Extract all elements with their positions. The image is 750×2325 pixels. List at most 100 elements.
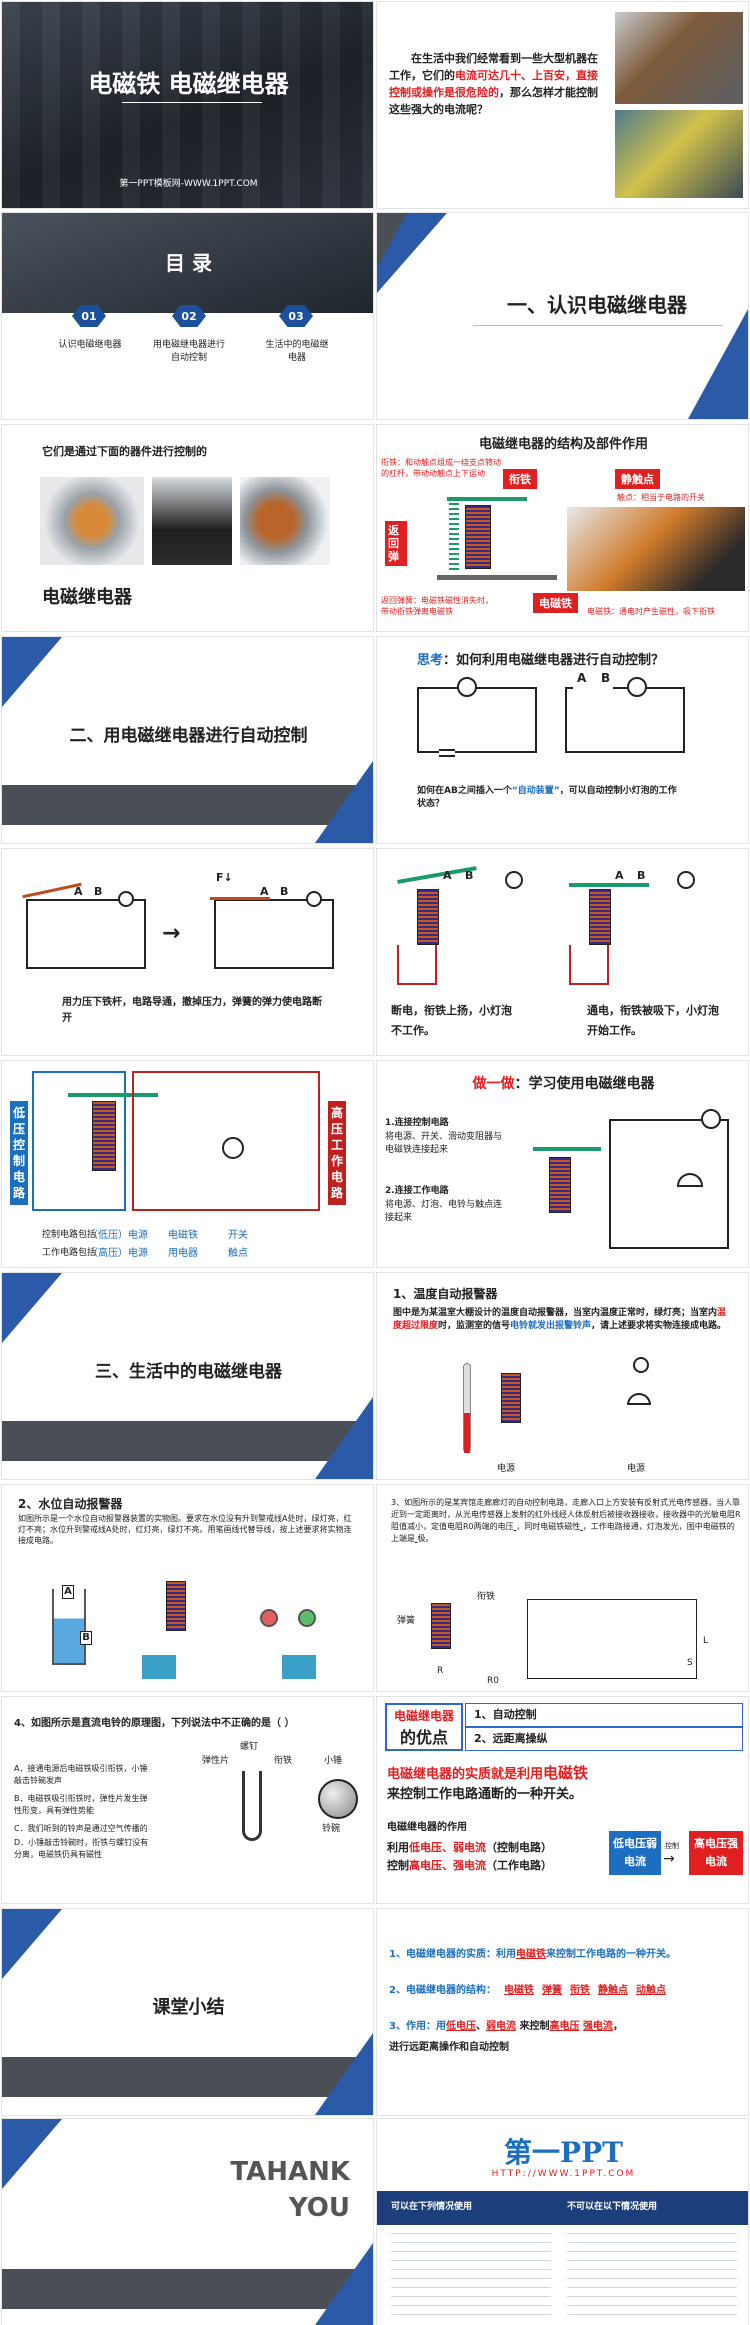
cover-title: 电磁铁 电磁继电器 [88,70,289,98]
slide-cover[interactable]: 电磁铁 电磁继电器 第一PPT模板网-WWW.1PPT.COM [1,1,374,209]
advantage-2: 2、远距离操纵 [465,1727,743,1751]
contents-item-2[interactable]: 用电磁继电器进行自动控制 [152,340,225,363]
lever2-a: A [260,885,269,898]
slide-summary-title[interactable]: 课堂小结 [1,1908,374,2116]
bell-option-d[interactable]: D．小锤敲击铃碗时，衔铁与螺钉没有分离，电磁铁仍具有磁性 [14,1838,149,1859]
slide-corridor-light[interactable]: 3、如图所示的是某宾馆走廊廊灯的自动控制电路，走廊入口上方安装有反射式光电传感器… [376,1484,749,1692]
bell-bowl [318,1779,358,1819]
bell-option-a[interactable]: A．接通电源后电磁铁吸引衔铁，小锤敲击铃碗发声 [14,1764,148,1785]
temp-power-1: 电源 [497,1464,516,1474]
slide-advantages[interactable]: 电磁继电器的优点 1、自动控制 2、远距离操纵 电磁继电器的实质就是利用电磁铁来… [376,1696,749,1904]
section-3-title: 三、生活中的电磁继电器 [95,1362,282,1382]
slide-brand[interactable]: 第一PPT HTTP://WWW.1PPT.COM 可以在下列情况使用 不可以在… [376,2118,749,2325]
use-line-1: 利用低电压、弱电流（控制电路） [387,1841,552,1854]
left-b: B [465,869,474,882]
temp-power-2: 电源 [627,1464,646,1474]
slide-relay-states[interactable]: A B A B 断电，衔铁上扬，小灯泡不工作。 通电，衔铁被吸下，小灯泡开始工作… [376,848,749,1056]
hands-on-work-circuit [609,1119,729,1249]
left-lamp [505,871,523,889]
relay-model-photo [567,507,745,591]
gap-ab [573,683,613,691]
work-lamp [222,1137,244,1159]
water-tank [52,1589,86,1665]
slide-structure[interactable]: 电磁继电器的结构及部件作用 衔铁：和动触点组成一绕支点转动的杠杆，带动动触点上下… [376,424,749,632]
can-use-head: 可以在下列情况使用 [391,2202,473,2212]
contents-item-1[interactable]: 认识电磁继电器 [58,340,122,350]
label-armature-c: 衔铁 [477,1592,496,1602]
city-backdrop [2,2,373,208]
slide-bell[interactable]: 4、如图所示是直流电铃的原理图，下列说法中不正确的是（ ） A．接通电源后电磁铁… [1,1696,374,1904]
link-list-left[interactable] [391,2233,551,2317]
label-electromagnet: 电磁铁 [533,593,578,613]
slide-summary[interactable]: 1、电磁继电器的实质：利用电磁铁来控制工作电路的一种开关。 2、电磁继电器的结构… [376,1908,749,2116]
state-off-text: 断电，衔铁上扬，小灯泡不工作。 [391,1004,512,1037]
slide-circuits[interactable]: 低压控制电路 高压工作电路 控制电路包括 （低压）电源 电磁铁 开关 工作电路包… [1,1060,374,1268]
green-lamp [298,1609,316,1627]
temp-bell [627,1393,651,1405]
red-lamp [260,1609,278,1627]
devices-intro: 它们是通过下面的器件进行控制的 [42,445,207,458]
battery-left [439,749,455,757]
circuit-left [417,687,537,753]
probe-b: B [80,1631,92,1645]
relay-coil-right [589,889,611,945]
essence-text: 电磁继电器的实质就是利用电磁铁来控制工作电路通断的一种开关。 [387,1764,589,1802]
section-1-rule [473,325,723,326]
advantages-head: 电磁继电器的优点 [385,1703,463,1751]
link-list-right[interactable] [567,2233,737,2317]
label-spring-c: 弹簧 [397,1616,416,1626]
spring-desc: 返回弹簧：电磁铁磁性消失时，带动衔铁弹离电磁铁 [381,596,493,616]
hands-on-lamp [701,1109,721,1129]
section-2-title: 二、用电磁继电器进行自动控制 [69,726,308,746]
label-low-voltage: 低压控制电路 [10,1101,28,1205]
circuit-lever-2 [214,899,334,969]
contents-item-3[interactable]: 生活中的电磁继电器 [265,340,329,363]
slide-section-1[interactable]: 一、认识电磁继电器 [376,212,749,420]
slide-hands-on[interactable]: 做一做：学习使用电磁继电器 1.连接控制电路 将电源、开关、滑动变阻器与电磁铁连… [376,1060,749,1268]
label-lamp-l: L [703,1636,709,1646]
slide-intro[interactable]: 在生活中我们经常看到一些大型机器在工作，它们的电流可达几十、上百安，直接控制或操… [376,1,749,209]
hands-on-armature [533,1147,601,1151]
think-question: 思考：如何利用电磁继电器进行自动控制？ [417,653,665,668]
slide-thanks[interactable]: TAHANK YOU [1,2118,374,2325]
section-2-band [2,785,373,825]
summary-line-3: 3、作用：用低电压、弱电流 来控制高电压 强电流， [389,2021,623,2032]
bell-label-hammer: 小锤 [324,1756,343,1766]
bell-horseshoe-magnet [242,1771,262,1841]
bell-option-c[interactable]: C．我们听到的铃声是通过空气传播的 [14,1824,148,1833]
slide-lever[interactable]: A B → F↓ A B 用力压下铁杆，电路导通，撤掉压力，弹簧的弹力使电路断开 [1,848,374,1056]
contents-num-1: 01 [72,305,106,327]
hands-on-bell [677,1173,703,1187]
contents-title: 目 录 [165,251,212,275]
water-text: 如图所示是一个水位自动报警器装置的实物图。要求在水位没有升到警戒线A处时，绿灯亮… [18,1514,352,1545]
slide-water-alarm[interactable]: 2、水位自动报警器 如图所示是一个水位自动报警器装置的实物图。要求在水位没有升到… [1,1484,374,1692]
slide-section-2[interactable]: 二、用电磁继电器进行自动控制 [1,636,374,844]
bell-label-spring: 弹性片 [202,1756,230,1766]
bell-option-b[interactable]: B．电磁铁吸引衔铁时，弹性片发生弹性形变，具有弹性势能 [14,1794,148,1815]
row2-source: （高压）电源 [88,1248,148,1259]
row1-head: 控制电路包括 [42,1230,97,1240]
corner-blue-br [688,309,748,419]
armature-down [569,883,649,887]
circuit-lever-1 [26,899,146,969]
step1-head: 1.连接控制电路 [385,1118,449,1128]
box-high-current: 高电压强电流 [689,1831,743,1875]
row1-source: （低压）电源 [88,1230,148,1241]
corner-gray [377,213,407,268]
control-arrow-label: 控制 [665,1842,679,1850]
summary-line-1: 1、电磁继电器的实质：利用电磁铁来控制工作电路的一种开关。 [389,1949,676,1960]
arrow-right-icon: → [162,921,181,946]
relay-base [437,575,557,580]
brand-url[interactable]: HTTP://WWW.1PPT.COM [491,2169,636,2179]
contents-num-3: 03 [279,305,313,327]
slide-section-3[interactable]: 三、生活中的电磁继电器 [1,1272,374,1480]
probe-a: A [62,1585,74,1599]
slide-contents[interactable]: 目 录 01 02 03 认识电磁继电器 用电磁继电器进行自动控制 生活中的电磁… [1,212,374,420]
slide-devices[interactable]: 它们是通过下面的器件进行控制的 电磁继电器 [1,424,374,632]
corridor-circuit [527,1599,697,1679]
lever1-b: B [94,885,103,898]
slide-temp-alarm[interactable]: 1、温度自动报警器 图中是为某温室大棚设计的温度自动报警器，当室内温度正常时，绿… [376,1272,749,1480]
slide-think[interactable]: 思考：如何利用电磁继电器进行自动控制？ A B 如何在AB之间插入一个“自动装置… [376,636,749,844]
row2-appliance: 用电器 [168,1248,198,1259]
electromagnet-coil [465,505,491,569]
